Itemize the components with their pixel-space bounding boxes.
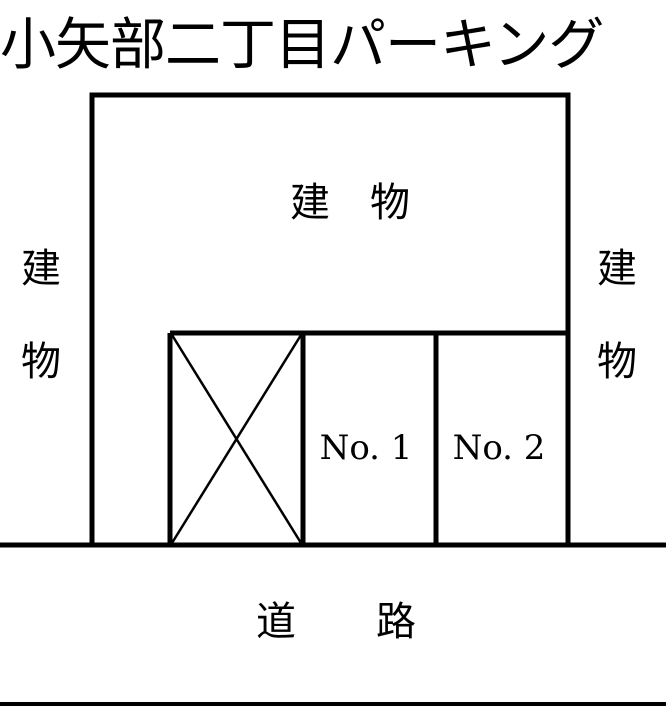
building-label-left-1: 建 <box>21 246 61 292</box>
parking-space-no1-label: No. 1 <box>320 428 413 468</box>
unavailable-space-cross <box>170 334 303 544</box>
building-label-right-2: 物 <box>597 339 637 385</box>
building-label-top: 建 物 <box>290 180 410 226</box>
building-label-right-1: 建 <box>597 246 637 292</box>
parking-space-no2-label: No. 2 <box>453 428 546 468</box>
page-title: 小矢部二丁目パーキング <box>0 13 604 78</box>
road-label: 道 路 <box>256 599 416 645</box>
building-outline <box>89 92 571 545</box>
building-label-left-2: 物 <box>21 339 61 385</box>
